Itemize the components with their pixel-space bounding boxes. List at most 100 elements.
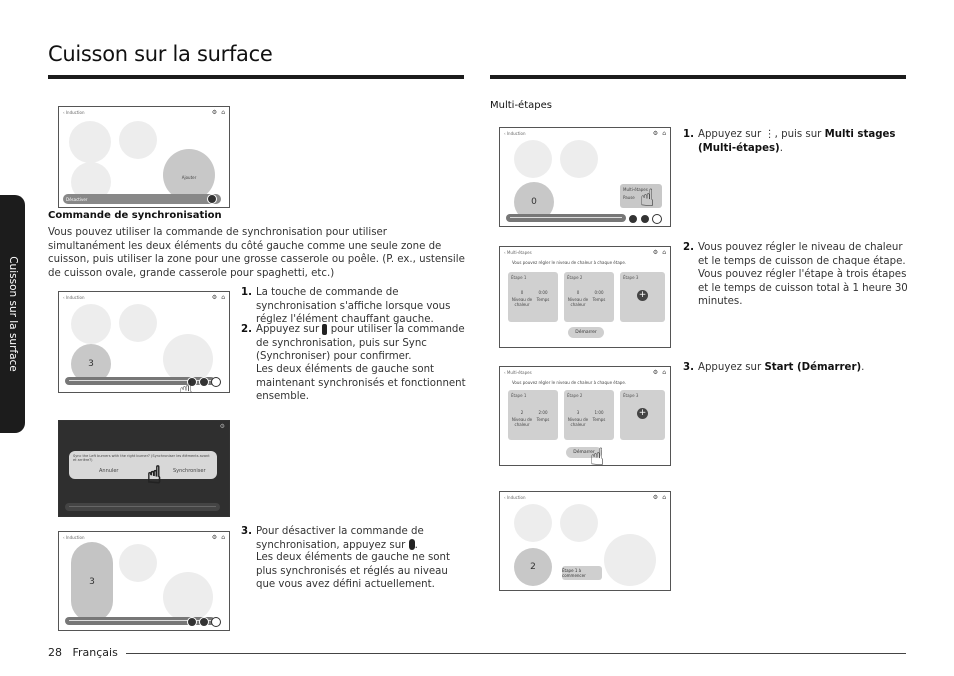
home-icon: ⌂ — [662, 494, 666, 501]
start-button[interactable]: Démarrer — [566, 447, 602, 458]
stage2-time: 1:00 — [594, 410, 604, 415]
timer-button[interactable] — [199, 377, 209, 387]
home-icon: ⌂ — [662, 130, 666, 137]
stage1-time-label: Temps — [536, 417, 550, 422]
gear-icon: ⚙ — [652, 130, 659, 137]
left-step3-number: 3. — [241, 526, 252, 537]
hand-pointer-icon: ☝ — [179, 376, 194, 393]
more-options-button[interactable] — [211, 377, 221, 387]
stage-card-1[interactable]: Étape 1 2 2:00 Niveau de chaleur Temps — [508, 390, 558, 440]
level-bar: Désactiver — [63, 194, 221, 204]
screen-title: ‹ Induction — [63, 110, 85, 115]
sync-button[interactable] — [187, 377, 197, 387]
stage-card-2[interactable]: Étape 2 0 0:00 Niveau de chaleur Temps — [564, 272, 614, 322]
gear-icon: ⚙ — [652, 369, 659, 376]
screen-title: ‹ Induction — [504, 495, 526, 500]
burner-rear-left — [71, 304, 111, 344]
stage2-time-label: Temps — [592, 297, 606, 302]
home-icon: ⌂ — [662, 249, 666, 256]
right-step1-number: 1. — [683, 129, 694, 140]
screen-status-icons: ⚙⌂ — [653, 369, 666, 376]
screen-status-icons: ⚙⌂ — [212, 534, 225, 541]
stage-card-1[interactable]: Étape 1 0 0:00 Niveau de chaleur Temps — [508, 272, 558, 322]
hand-pointer-icon: ☝ — [590, 443, 605, 466]
options-menu: Multi-étapes Pause — [620, 184, 662, 208]
more-options-button[interactable] — [211, 617, 221, 627]
left-step1-text: La touche de commande de synchronisation… — [256, 287, 451, 326]
multi-hint: Vous pouvez régler le niveau de chaleur … — [512, 260, 627, 265]
stage1-time-label: Temps — [536, 297, 550, 302]
sync-intro: Vous pouvez utiliser la commande de sync… — [48, 227, 465, 279]
burner-front-right — [163, 334, 213, 384]
screen-multi-stages-set: ‹ Multi-étapes ⚙⌂ Vous pouvez régler le … — [499, 366, 671, 466]
unsync-button[interactable] — [187, 617, 197, 627]
sync-confirm-button[interactable]: Synchroniser — [173, 468, 206, 474]
hand-pointer-icon: ☝ — [147, 461, 163, 489]
cancel-button[interactable]: Annuler — [99, 468, 119, 474]
screen-sync-control: ‹ Induction ⚙⌂ 3 ☝ — [58, 291, 230, 393]
screen-title: ‹ Induction — [63, 535, 85, 540]
more-options-button[interactable] — [652, 214, 662, 224]
left-step2-number: 2. — [241, 324, 252, 335]
stage1-time: 0:00 — [538, 290, 548, 295]
multi-heading: Multi-étapes — [490, 100, 552, 111]
power-button[interactable] — [207, 194, 217, 204]
menu-pause[interactable]: Pause — [623, 195, 635, 200]
burner-rear-left — [69, 121, 111, 163]
gear-icon: ⚙ — [211, 534, 218, 541]
home-icon: ⌂ — [221, 109, 225, 116]
screen-synced: ‹ Induction ⚙⌂ 3 — [58, 531, 230, 631]
stage1-time: 2:00 — [538, 410, 548, 415]
stage-card-3[interactable]: Étape 3 + — [620, 272, 665, 322]
side-tab-label: Cuisson sur la surface — [6, 256, 19, 372]
stage1-level-label: Niveau de chaleur — [511, 417, 533, 427]
screen-multi-stages-empty: ‹ Multi-étapes ⚙⌂ Vous pouvez régler le … — [499, 246, 671, 348]
heat-slider[interactable] — [65, 617, 215, 625]
menu-multi-stages[interactable]: Multi-étapes — [623, 187, 648, 192]
burner-front-right — [604, 534, 656, 586]
burner-rear-right — [119, 544, 157, 582]
screen-sync-initial: ‹ Induction ⚙⌂ Ajouter Désactiver — [58, 106, 230, 208]
right-step3-number: 3. — [683, 362, 694, 373]
timer-button[interactable] — [199, 617, 209, 627]
screen-status-icons: ⚙⌂ — [653, 494, 666, 501]
add-stage-icon[interactable]: + — [637, 290, 648, 301]
stage-card-3[interactable]: Étape 3 + — [620, 390, 665, 440]
burner-front-left: 2 — [514, 548, 552, 586]
unsync-key-icon — [408, 539, 415, 551]
home-icon: ⌂ — [221, 534, 225, 541]
sync-heading: Commande de synchronisation — [48, 210, 222, 221]
left-step1-number: 1. — [241, 287, 252, 298]
burner-rear-left — [514, 504, 552, 542]
heat-slider[interactable] — [65, 377, 215, 385]
heat-slider[interactable] — [506, 214, 626, 222]
add-stage-icon[interactable]: + — [637, 408, 648, 419]
screen-multi-menu: ‹ Induction ⚙⌂ 0 Multi-étapes Pause ☝ — [499, 127, 671, 227]
timer-button[interactable] — [640, 214, 650, 224]
start-button[interactable]: Démarrer — [568, 327, 604, 338]
screen-status-icons: ⚙⌂ — [653, 249, 666, 256]
left-header-rule — [48, 75, 464, 79]
more-vertical-icon: ⋮ — [764, 129, 775, 140]
stage1-level-label: Niveau de chaleur — [511, 297, 533, 307]
section-side-tab: Cuisson sur la surface — [0, 195, 25, 433]
screen-status-icons: ⚙ — [220, 423, 225, 430]
stage-card-2[interactable]: Étape 2 3 1:00 Niveau de chaleur Temps — [564, 390, 614, 440]
burner-rear-right — [560, 504, 598, 542]
gear-icon: ⚙ — [211, 109, 218, 116]
stage-progress: Étape 1 à commencer — [562, 566, 602, 580]
heat-slider — [65, 503, 220, 511]
add-label: Ajouter — [181, 175, 197, 180]
sync-key-icon — [322, 323, 328, 335]
right-step2-number: 2. — [683, 242, 694, 253]
screen-status-icons: ⚙⌂ — [212, 294, 225, 301]
synced-left-zone: 3 — [71, 542, 113, 622]
sync-button[interactable] — [628, 214, 638, 224]
screen-title: ‹ Multi-étapes — [504, 370, 532, 375]
left-step2-result: Les deux éléments de gauche sont mainten… — [256, 364, 466, 403]
disable-label: Désactiver — [66, 197, 88, 202]
right-step1-text: Appuyez sur ⋮, puis sur Multi stages (Mu… — [698, 129, 896, 154]
stage1-level: 0 — [520, 290, 524, 295]
gear-icon: ⚙ — [652, 249, 659, 256]
footer-rule — [126, 653, 906, 654]
